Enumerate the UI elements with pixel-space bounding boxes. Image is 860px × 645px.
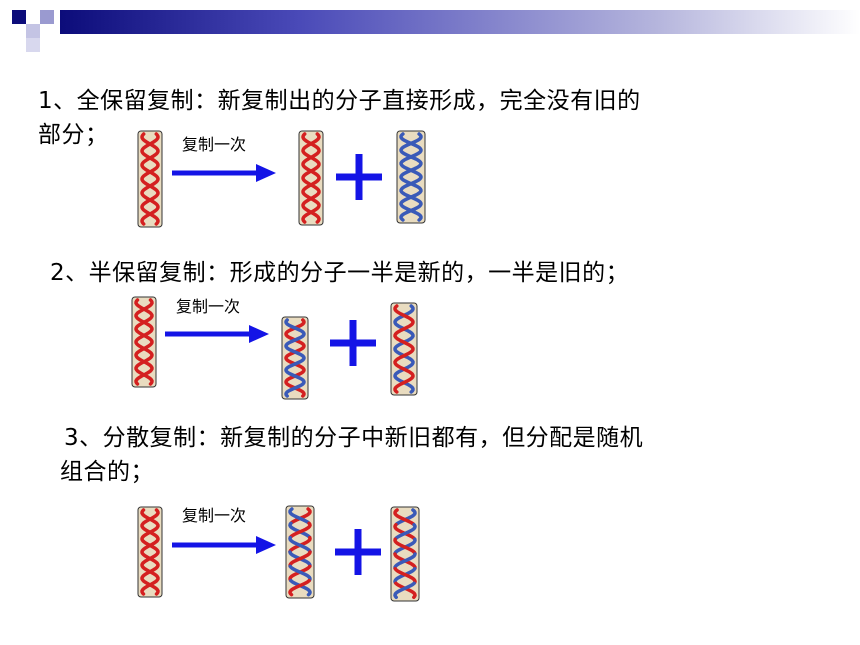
replication-arrow-3 [172,536,276,554]
item-3-text-line1: 3、分散复制：新复制的分子中新旧都有，但分配是随机 [64,425,644,451]
plus-sign-2 [330,320,376,366]
dna-daughter-2b [390,302,418,396]
dna-daughter-3b [390,506,420,602]
dna-daughter-2a [281,316,309,400]
item-2-text-line1: 2、半保留复制：形成的分子一半是新的，一半是旧的； [50,260,630,286]
item-1-text-line2: 部分； [38,122,109,148]
item-3-arrow-label: 复制一次 [182,506,247,525]
dna-parent-3 [137,506,163,598]
dna-daughter-1a [298,130,324,226]
replication-arrow-1 [172,164,276,182]
deco-square-4 [26,38,40,52]
dna-daughter-1b [396,130,426,224]
deco-square-1 [12,10,26,24]
dna-parent-1 [137,130,163,228]
item-1-arrow-label: 复制一次 [182,135,247,154]
item-1-text-line1: 1、全保留复制：新复制出的分子直接形成，完全没有旧的 [38,88,641,114]
dna-daughter-3a [285,505,315,599]
plus-sign-1 [336,154,382,200]
dna-parent-2 [131,296,157,388]
item-2-arrow-label: 复制一次 [176,297,241,316]
header-gradient-bar [60,10,860,34]
deco-square-2 [40,10,54,24]
plus-sign-3 [335,529,381,575]
deco-square-3 [26,24,40,38]
replication-arrow-2 [165,325,269,343]
item-3-text-line2: 组合的； [60,459,154,485]
